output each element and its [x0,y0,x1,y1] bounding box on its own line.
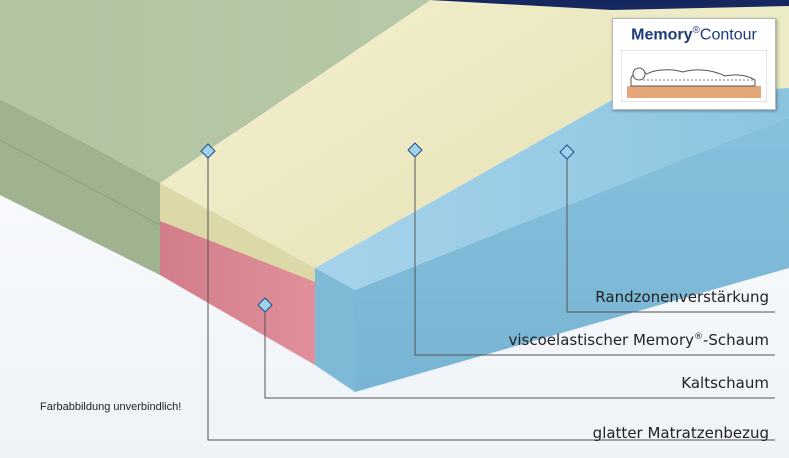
marker-memory-foam-icon [407,142,423,158]
label-memory-foam-reg: ® [694,332,703,342]
logo-registered: ® [692,25,700,36]
logo-title: Memory®Contour [613,25,775,44]
memory-foam-side [160,183,315,282]
cover-top-surface [0,0,430,183]
disclaimer-text: Farbabbildung unverbindlich! [40,401,182,413]
leader-line-cover [207,152,775,441]
logo-brand-light: Contour [699,26,757,44]
marker-edge-icon [559,144,575,160]
marker-cover-icon [200,143,216,159]
edge-reinforcement-side [355,117,789,392]
edge-reinforcement-top [315,88,789,290]
label-cold-foam: Kaltschaum [681,374,769,392]
logo-brand-bold: Memory [631,26,693,44]
label-memory-foam-prefix: viscoelastischer Memory [508,331,694,349]
label-memory-foam: viscoelastischer Memory®-Schaum [509,331,769,349]
cover-seam [0,139,161,226]
label-edge-reinforcement: Randzonenverstärkung [595,288,769,306]
cover-side-surface [0,100,160,275]
label-cover: glatter Matratzenbezug [592,424,769,442]
memory-contour-logo: Memory®Contour [612,18,776,110]
leader-line-edge [566,152,775,313]
memory-foam-top [160,0,612,268]
marker-cold-foam-icon [257,297,273,313]
leader-line-memory-foam [414,150,775,356]
sleeping-person-icon [621,50,767,102]
edge-reinforcement-front [315,268,355,392]
label-memory-foam-suffix: -Schaum [703,331,769,349]
leader-line-cold-foam [264,305,775,399]
